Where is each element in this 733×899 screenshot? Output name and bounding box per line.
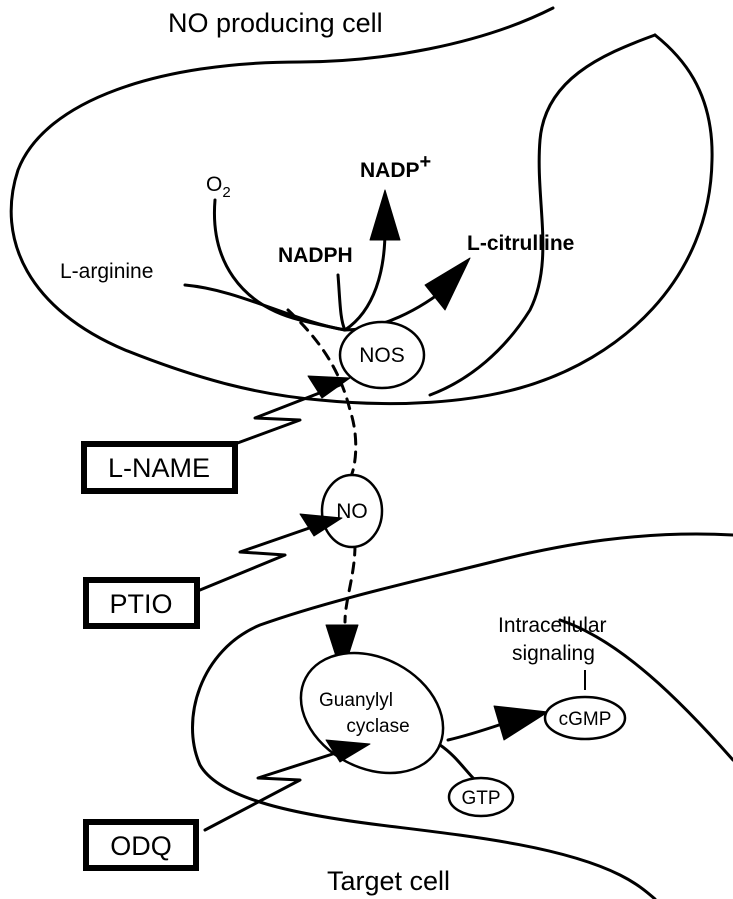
o2-line [212, 198, 347, 332]
odq-label: ODQ [110, 831, 172, 861]
guanylyl-cyclase-label-line1: Guanylyl [319, 690, 393, 711]
nadp-arrow-line [343, 228, 387, 332]
l-citrulline-label: L-citrulline [467, 232, 574, 255]
odq-inhibition-line [203, 748, 347, 832]
nadph-line [336, 273, 347, 332]
no-molecule-oval [320, 473, 384, 549]
no-diffusion-dashed-top [286, 308, 358, 480]
nadp-label: NADP+ [360, 151, 431, 182]
cgmp-oval [543, 695, 627, 741]
producing-cell-inner-fold [428, 33, 657, 397]
nos-label: NOS [359, 344, 405, 367]
producing-cell-membrane [9, 6, 714, 406]
nadp-arrowhead [369, 189, 401, 241]
odq-box [83, 819, 199, 871]
intracellular-label-line2: signaling [512, 642, 595, 665]
l-name-arrowhead [307, 375, 351, 399]
ptio-box [83, 577, 200, 629]
l-name-inhibition-line [203, 383, 342, 457]
l-name-box [81, 441, 238, 494]
o2-label: O2 [206, 173, 231, 201]
cgmp-arrowhead [493, 705, 549, 741]
nos-enzyme-oval [338, 320, 426, 390]
l-citrulline-arrowhead [424, 257, 471, 311]
nadph-label: NADPH [278, 244, 353, 267]
l-arginine-label: L-arginine [60, 260, 153, 283]
odq-arrowhead [325, 739, 371, 763]
guanylyl-cyclase-label-line2: cyclase [346, 716, 409, 737]
gtp-oval [447, 776, 515, 818]
ptio-label: PTIO [109, 589, 172, 619]
producing-cell-label: NO producing cell [168, 8, 383, 38]
cgmp-label: cGMP [559, 709, 612, 730]
no-diffusion-dashed-bottom [343, 543, 357, 624]
ptio-inhibition-line [198, 523, 320, 592]
no-label: NO [336, 500, 368, 523]
ptio-arrowhead [299, 513, 343, 537]
guanylyl-cyclase-oval [299, 651, 445, 775]
intracellular-label-line1: Intracellular [498, 614, 607, 637]
no-to-guanylyl-arrowhead [325, 624, 359, 676]
target-cell-membrane [191, 532, 733, 899]
l-name-label: L-NAME [108, 453, 210, 483]
target-cell-label: Target cell [327, 866, 450, 896]
gtp-label: GTP [461, 788, 500, 809]
target-cell-inner-edge [558, 618, 733, 762]
gtp-connector [438, 743, 477, 782]
